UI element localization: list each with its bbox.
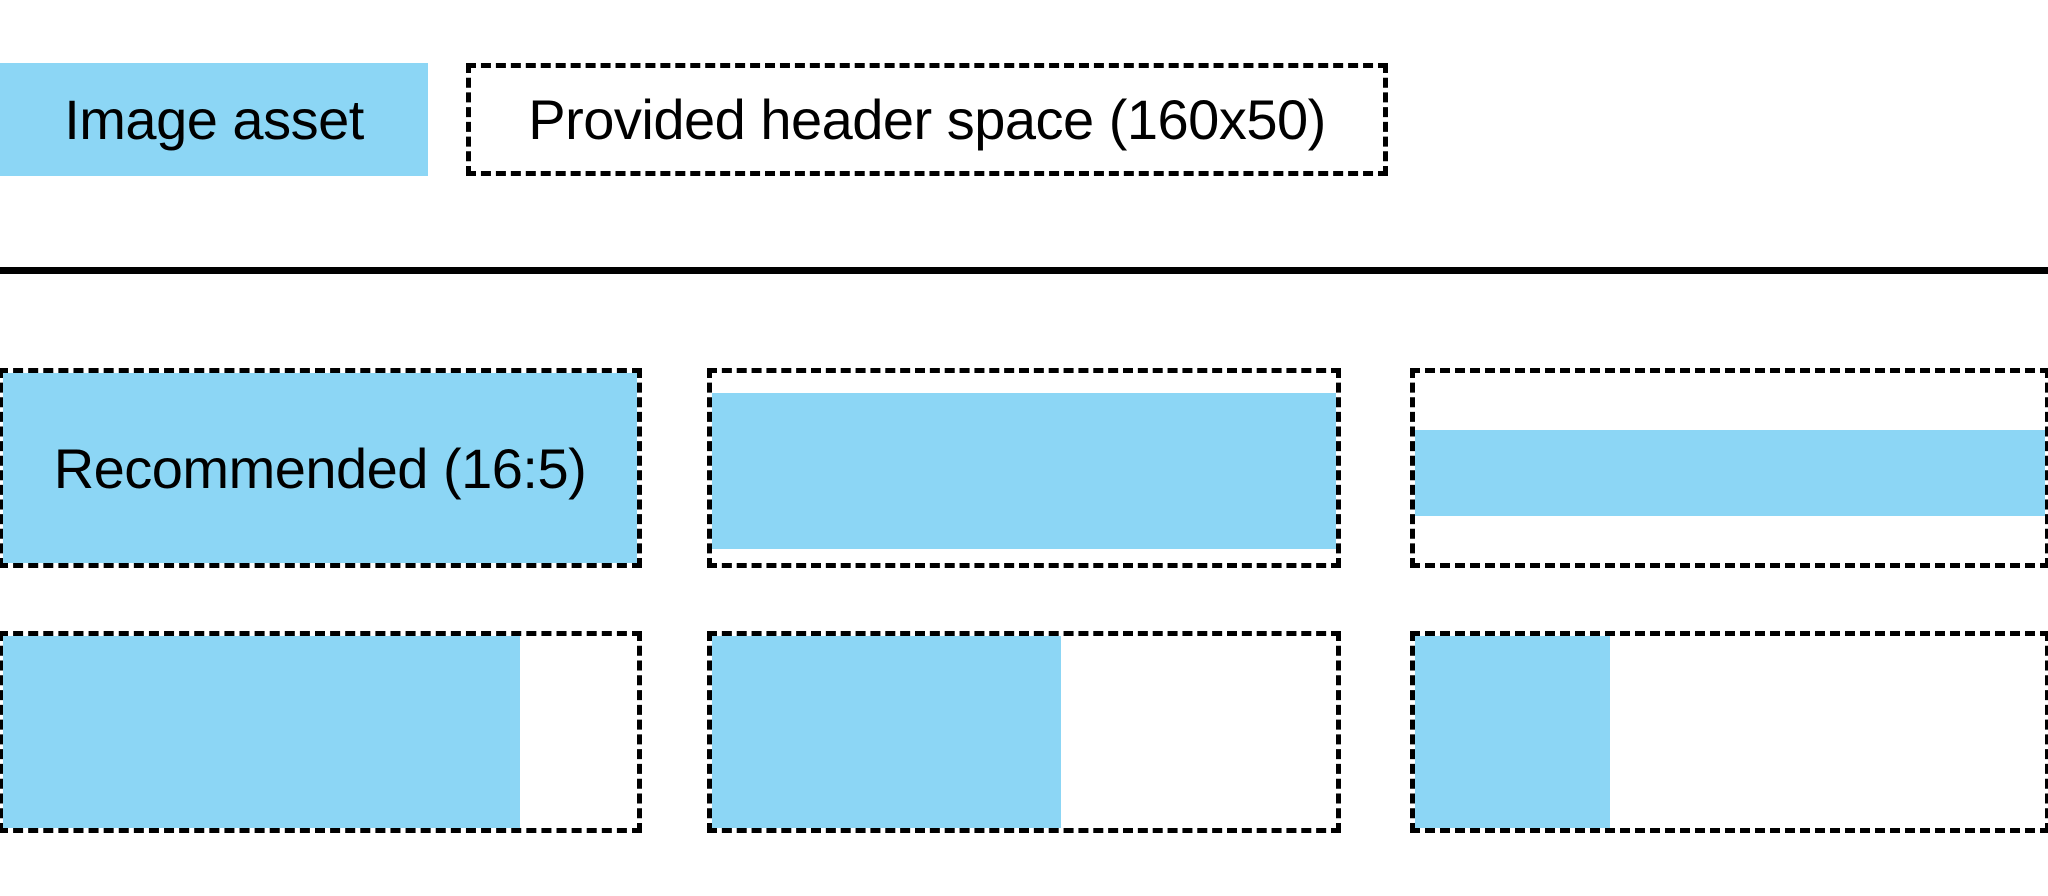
- header-space-legend-box: Provided header space (160x50): [466, 63, 1388, 176]
- example-tile-partial-width-large: [0, 631, 642, 833]
- image-asset-fill: [1415, 430, 2045, 516]
- example-tile-thin-band: [1410, 368, 2048, 568]
- image-asset-legend-label: Image asset: [64, 88, 364, 151]
- image-asset-fill: [3, 373, 637, 563]
- image-asset-legend-swatch: Image asset: [0, 63, 428, 176]
- image-asset-fill: [712, 636, 1062, 828]
- example-tile-recommended: Recommended (16:5): [0, 368, 642, 568]
- image-asset-fill: [3, 636, 520, 828]
- example-tile-partial-width-small: [1410, 631, 2048, 833]
- header-space-legend-label: Provided header space (160x50): [528, 88, 1326, 151]
- image-asset-fill: [1415, 636, 1611, 828]
- example-tile-partial-width-medium: [707, 631, 1341, 833]
- example-tile-vertical-inset: [707, 368, 1341, 568]
- image-asset-fill: [712, 392, 1336, 549]
- tile-label: Recommended (16:5): [53, 436, 587, 500]
- divider-line: [0, 267, 2048, 274]
